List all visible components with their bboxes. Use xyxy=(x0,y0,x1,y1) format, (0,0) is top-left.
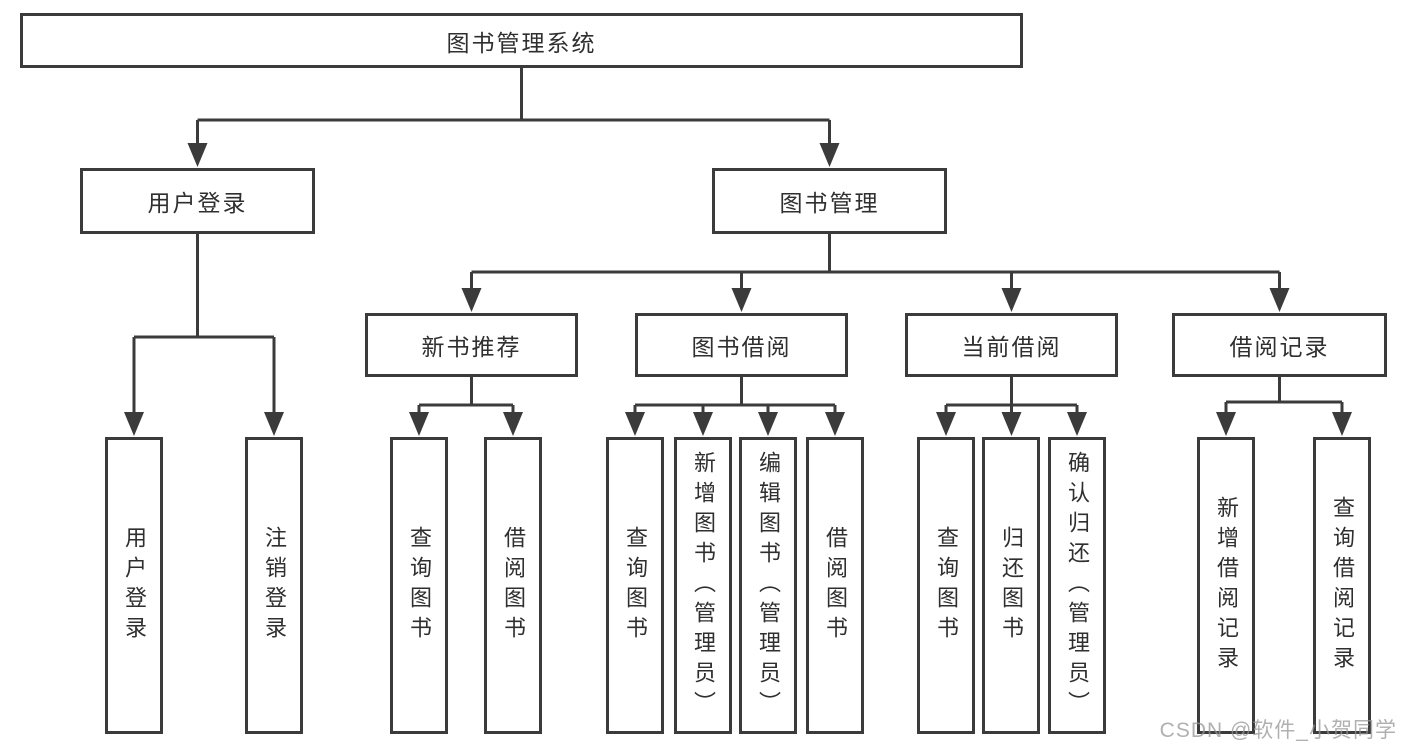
node-current-borrow: 当前借阅 xyxy=(905,313,1118,377)
leaf-cb-confirm-return-admin: 确认归还（管理员） xyxy=(1048,437,1106,734)
node-borrow-records: 借阅记录 xyxy=(1172,313,1387,377)
leaf-br-query-record: 查询借阅记录 xyxy=(1313,437,1371,734)
leaf-bb-edit-book-admin: 编辑图书（管理员） xyxy=(739,437,797,734)
leaf-br-add-record: 新增借阅记录 xyxy=(1197,437,1255,734)
leaf-nb-query-book: 查询图书 xyxy=(390,437,448,734)
node-new-book-recommend: 新书推荐 xyxy=(365,313,578,377)
arrowheads xyxy=(124,143,1352,436)
leaf-nb-borrow-book: 借阅图书 xyxy=(484,437,542,734)
leaf-bb-query-book: 查询图书 xyxy=(606,437,664,734)
leaf-cb-return-book: 归还图书 xyxy=(982,437,1040,734)
watermark-text: CSDN @软件_小贺同学 xyxy=(1159,719,1397,742)
leaf-user-login: 用户登录 xyxy=(105,437,163,734)
node-root: 图书管理系统 xyxy=(20,13,1023,68)
leaf-cb-query-book: 查询图书 xyxy=(917,437,975,734)
node-book-management: 图书管理 xyxy=(712,168,947,234)
leaf-bb-add-book-admin: 新增图书（管理员） xyxy=(674,437,732,734)
leaf-logout: 注销登录 xyxy=(245,437,303,734)
node-book-borrow: 图书借阅 xyxy=(635,313,848,377)
leaf-bb-borrow-book: 借阅图书 xyxy=(806,437,864,734)
node-user-login: 用户登录 xyxy=(80,168,315,234)
